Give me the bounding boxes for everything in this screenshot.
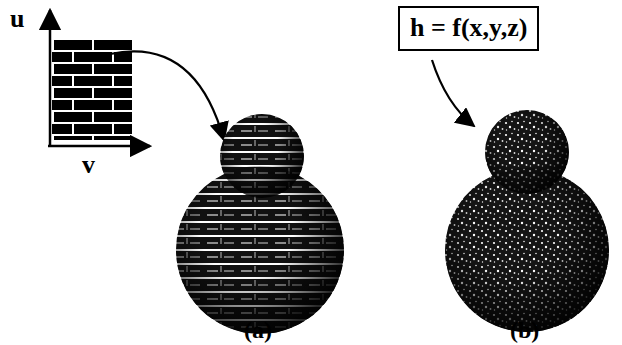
formula-box: h = f(x,y,z) (398, 6, 539, 51)
mapping-arrow (110, 51, 224, 140)
solid-textured-object (440, 104, 615, 339)
brick-textured-object (170, 108, 350, 338)
mapping-arrow (432, 60, 474, 126)
axis-label: u (10, 6, 24, 32)
texture-map (48, 10, 150, 146)
formula-text: h = f(x,y,z) (410, 14, 527, 43)
axis-label: v (82, 152, 95, 178)
figure-label: (a) (244, 318, 272, 342)
figure-label: (b) (510, 318, 539, 342)
